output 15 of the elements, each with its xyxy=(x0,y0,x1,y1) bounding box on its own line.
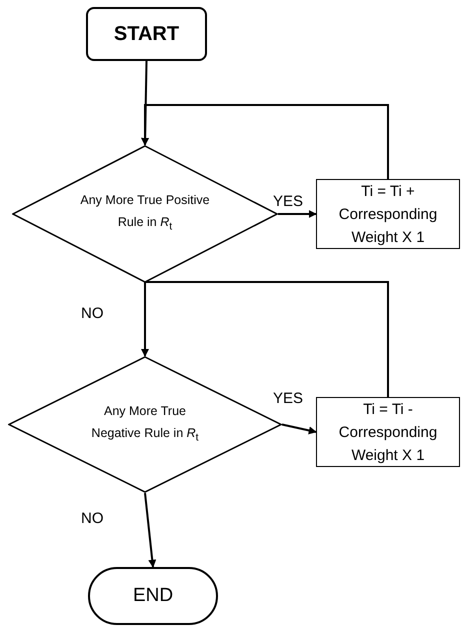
arrow xyxy=(278,210,317,218)
node-text: Ti = Ti + Corresponding Weight X 1 xyxy=(338,182,438,248)
arrow xyxy=(141,104,389,179)
arrow xyxy=(141,281,389,397)
node-text: END xyxy=(132,585,174,607)
arrow xyxy=(144,492,156,568)
node-text: START xyxy=(114,22,180,46)
process-box xyxy=(316,179,460,249)
node-text: Any More True Positive Rule in R$_{t}$ xyxy=(80,192,210,235)
process-box xyxy=(316,397,460,467)
node-text: Ti = Ti - Corresponding Weight X 1 xyxy=(338,400,438,466)
start-terminal xyxy=(86,7,207,61)
node-text: Any More True Negative Rule in R$_{t}$ xyxy=(90,402,200,446)
arrow xyxy=(282,424,317,434)
end-terminal xyxy=(88,567,218,625)
